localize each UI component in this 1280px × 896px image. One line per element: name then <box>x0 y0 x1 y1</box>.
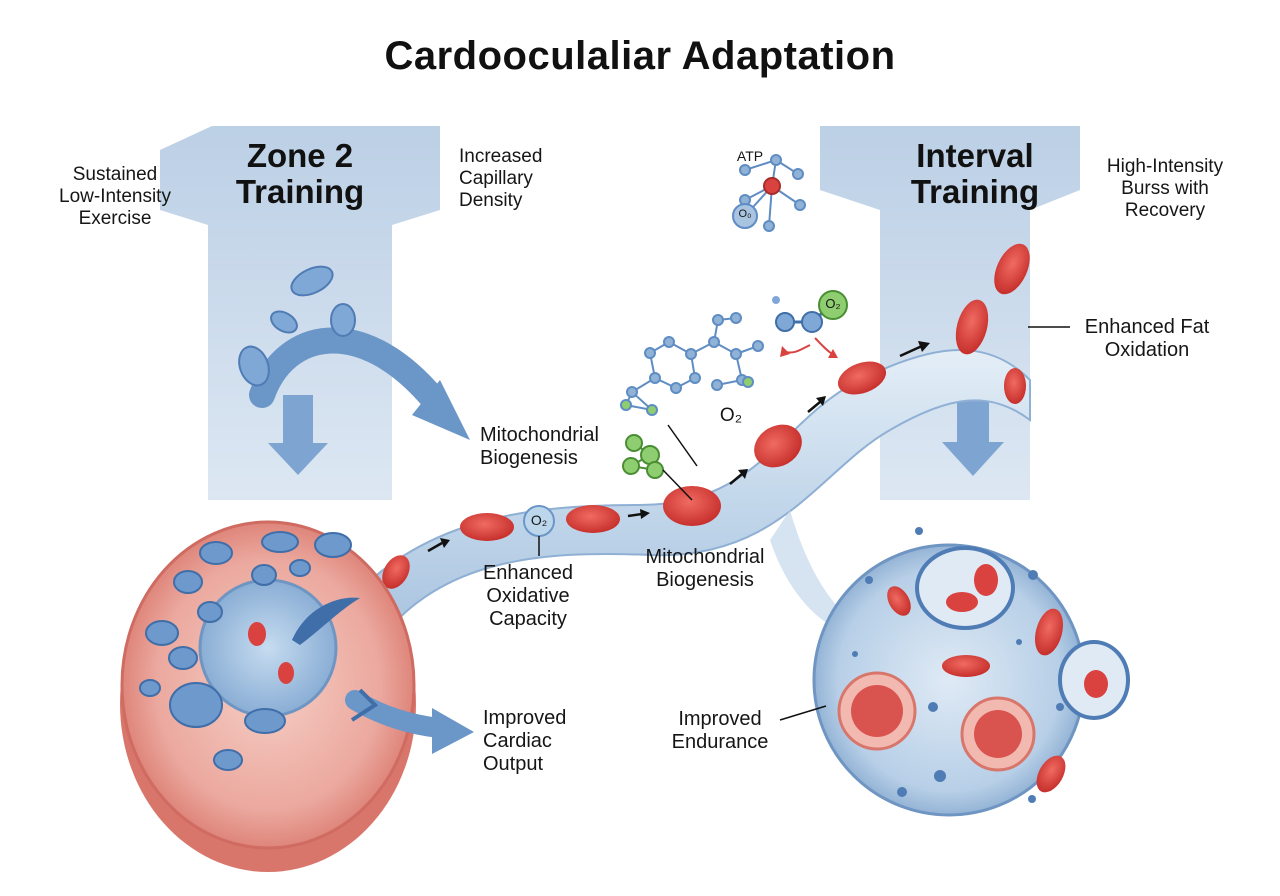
cardiac-line: Output <box>483 753 544 775</box>
green-molecule <box>622 434 664 479</box>
interval-heading: Interval Training <box>880 138 1070 209</box>
interval-heading-line2: Training <box>910 172 1040 210</box>
endurance-line: Endurance <box>671 731 769 753</box>
interval-heading-line1: Interval <box>916 137 1034 174</box>
atp-label: ATP <box>736 148 764 164</box>
zone2-left-note-line: Sustained <box>72 164 158 185</box>
interval-right-note: High-Intensity Burss with Recovery <box>1090 156 1240 222</box>
interval-right-note-line: Burss with <box>1121 177 1209 199</box>
cardiac-line: Cardiac <box>483 730 552 752</box>
mito-biogenesis-lower: Mitochondrial Biogenesis <box>630 546 780 592</box>
blood-vessel <box>338 349 1031 642</box>
muscle-cell <box>120 520 416 872</box>
muscle-mitochondria <box>139 531 352 771</box>
oxidative-line: Oxidative <box>486 585 570 607</box>
o2-top-label: O₂ <box>825 296 841 311</box>
zone2-down-arrow <box>268 395 328 475</box>
floating-mitochondria <box>238 265 356 387</box>
oxidative-capacity-label: Enhanced Oxidative Capacity <box>468 562 588 631</box>
enhanced-fat-line: Enhanced Fat <box>1084 316 1210 338</box>
zone2-right-note-line: Increased <box>459 146 543 167</box>
enhanced-fat-line: Oxidation <box>1104 339 1190 361</box>
leader-lines <box>662 326 1070 721</box>
o2-mid-label: O₂ <box>719 405 743 426</box>
endurance-cell <box>812 527 1130 817</box>
mito-upper-line: Biogenesis <box>480 447 578 469</box>
organic-molecule <box>620 312 764 416</box>
o2-vessel-label: O₂ <box>530 512 548 528</box>
zone2-right-note: Increased Capillary Density <box>459 146 589 212</box>
flow-arrows <box>427 341 930 553</box>
zone2-heading-line2: Training <box>235 172 365 210</box>
mito-lower-line: Biogenesis <box>656 569 754 591</box>
endurance-line: Improved <box>678 708 762 730</box>
zone2-right-note-line: Density <box>459 189 523 211</box>
oxidative-line: Capacity <box>489 608 567 630</box>
endurance-label: Improved Endurance <box>660 708 780 754</box>
enhanced-fat-label: Enhanced Fat Oxidation <box>1072 316 1222 362</box>
zone2-left-note-line: Exercise <box>78 207 152 229</box>
curved-arrow-zone2 <box>249 327 470 440</box>
mito-biogenesis-upper: Mitochondrial Biogenesis <box>480 424 630 470</box>
zone2-heading-line1: Zone 2 <box>246 137 354 174</box>
interval-right-note-line: High-Intensity <box>1106 156 1224 177</box>
o-small-label: O₀ <box>738 208 752 220</box>
diagram-title: Cardooculaliar Adaptation <box>384 34 896 78</box>
cardiac-output-label: Improved Cardiac Output <box>483 707 603 776</box>
mito-lower-line: Mitochondrial <box>645 546 765 568</box>
cardiac-output-arrow <box>345 688 474 754</box>
o2-bubble <box>523 505 555 556</box>
oxidative-line: Enhanced <box>482 562 574 584</box>
zone2-heading: Zone 2 Training <box>205 138 395 209</box>
zone2-banner <box>160 126 440 500</box>
o2-molecule-top <box>772 290 848 358</box>
interval-right-note-line: Recovery <box>1124 199 1206 221</box>
red-blood-cells <box>382 243 1030 589</box>
zone2-left-note: Sustained Low-Intensity Exercise <box>30 164 200 230</box>
mito-upper-line: Mitochondrial <box>480 424 599 446</box>
zone2-left-note-line: Low-Intensity <box>59 185 171 207</box>
cardiac-line: Improved <box>483 707 567 729</box>
zone2-right-note-line: Capillary <box>459 167 533 189</box>
atp-molecule <box>732 154 806 232</box>
